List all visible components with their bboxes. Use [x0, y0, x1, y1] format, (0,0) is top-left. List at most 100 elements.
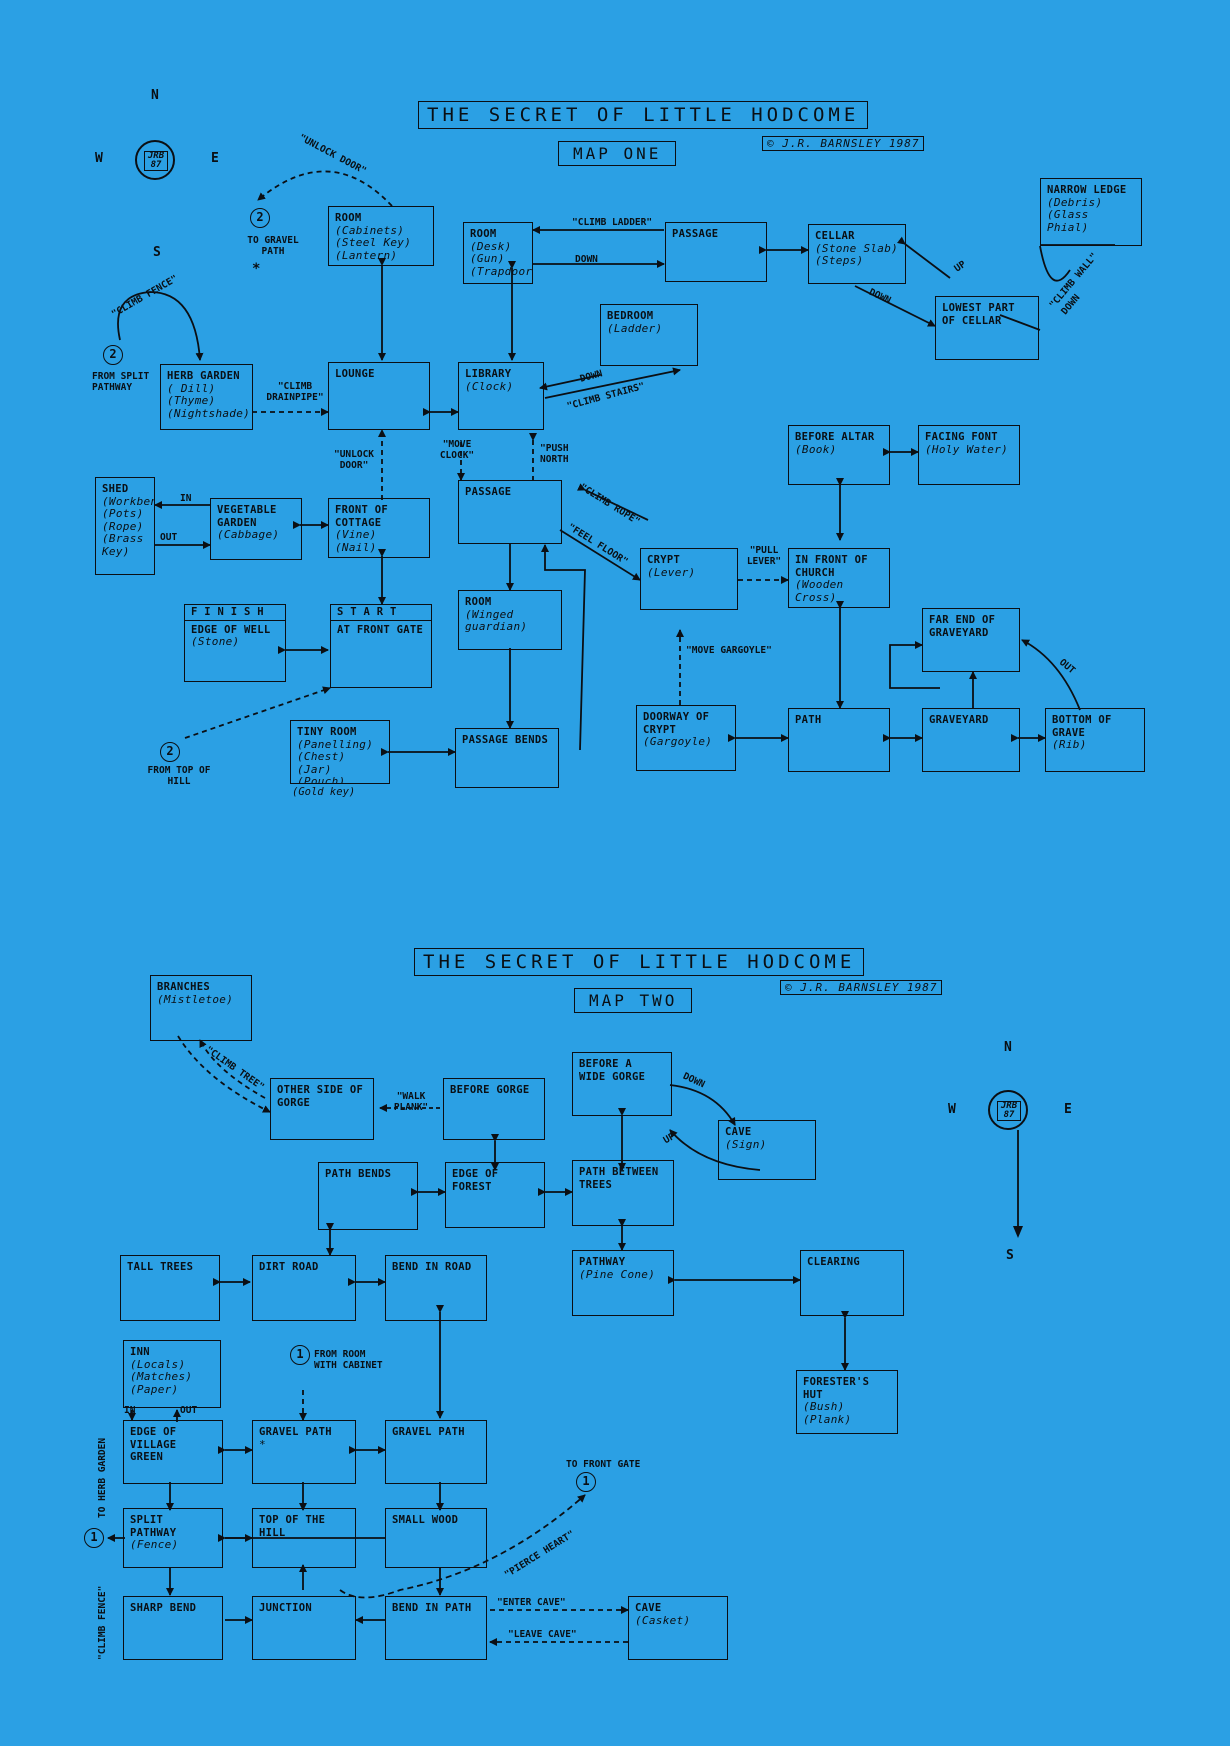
map2-copyright: © J.R. BARNSLEY 1987 — [780, 980, 943, 995]
clearing: CLEARING — [800, 1250, 904, 1316]
far-graveyard: FAR END OF GRAVEYARD — [922, 608, 1020, 672]
doorway-crypt: DOORWAY OF CRYPT(Gargoyle) — [636, 705, 736, 771]
dirt-road: DIRT ROAD — [252, 1255, 356, 1321]
label-from-room-cabinet: FROM ROOM WITH CABINET — [314, 1349, 383, 1371]
before-altar: BEFORE ALTAR(Book) — [788, 425, 890, 485]
room-desk: ROOM(Desk) (Gun)(Trapdoor) — [463, 222, 533, 284]
passage-top: PASSAGE — [665, 222, 767, 282]
map1-copyright: © J.R. BARNSLEY 1987 — [762, 136, 925, 151]
top-hill: TOP OF THE HILL — [252, 1508, 356, 1568]
label-climb-ladder: "CLIMB LADDER" — [572, 217, 653, 228]
compass-west: W — [948, 1102, 956, 1117]
branches: BRANCHES(Mistletoe) — [150, 975, 252, 1041]
label-to-herb-garden: TO HERB GARDEN — [97, 1437, 108, 1518]
compass-north: N — [151, 88, 159, 103]
graveyard: GRAVEYARD — [922, 708, 1020, 772]
label-climb-drainpipe: "CLIMB DRAINPIPE" — [266, 381, 324, 403]
cave-sign: CAVE(Sign) — [718, 1120, 816, 1180]
compass-east: E — [1064, 1102, 1072, 1117]
path-trees: PATH BETWEEN TREES — [572, 1160, 674, 1226]
shed: SHED(Workbench)(Pots)(Rope)(Brass Key) — [95, 477, 155, 575]
map1-title: THE SECRET OF LITTLE HODCOME — [418, 101, 869, 129]
marker-1-fence: 1 — [84, 1528, 104, 1548]
bend-path: BEND IN PATH — [385, 1596, 487, 1660]
tiny-room: TINY ROOM(Panelling)(Chest) (Jar)(Pouch)… — [290, 720, 390, 784]
label-walk-plank: "WALK PLANK" — [393, 1091, 429, 1113]
label-enter-cave: "ENTER CAVE" — [497, 1597, 566, 1608]
split-pathway: SPLIT PATHWAY(Fence) — [123, 1508, 223, 1568]
junction: JUNCTION — [252, 1596, 356, 1660]
tiny-room-gold-key: (Gold key) — [292, 786, 356, 798]
narrow-ledge: NARROW LEDGE(Debris)(Glass Phial) — [1040, 178, 1142, 246]
marker-2-top: 2 — [250, 208, 270, 228]
marker-2-split: 2 — [103, 345, 123, 365]
compass-south: S — [153, 245, 161, 260]
pathway: PATHWAY(Pine Cone) — [572, 1250, 674, 1316]
bedroom: BEDROOM(Ladder) — [600, 304, 698, 366]
crypt: CRYPT(Lever) — [640, 548, 738, 610]
label-out: OUT — [180, 1405, 198, 1416]
tall-trees: TALL TREES — [120, 1255, 220, 1321]
cellar: CELLAR(Stone Slab)(Steps) — [808, 224, 906, 284]
bottom-grave: BOTTOM OF GRAVE(Rib) — [1045, 708, 1145, 772]
compass-west: W — [95, 151, 103, 166]
library: LIBRARY(Clock) — [458, 362, 544, 430]
edge-forest: EDGE OF FOREST — [445, 1162, 545, 1228]
passage-bends: PASSAGE BENDS — [455, 728, 559, 788]
label-from-top-hill: FROM TOP OF HILL — [147, 765, 211, 787]
cave-casket: CAVE(Casket) — [628, 1596, 728, 1660]
bend-road: BEND IN ROAD — [385, 1255, 487, 1321]
herb-garden: HERB GARDEN( Dill)(Thyme)(Nightshade) — [160, 364, 253, 430]
before-gorge: BEFORE GORGE — [443, 1078, 545, 1140]
front-church: IN FRONT OF CHURCH(Wooden Cross) — [788, 548, 890, 608]
label-pull-lever: "PULL LEVER" — [746, 545, 782, 567]
vegetable-garden: VEGETABLE GARDEN(Cabbage) — [210, 498, 302, 560]
compass-east: E — [211, 151, 219, 166]
map2-subtitle: MAP TWO — [574, 988, 693, 1013]
marker-1-room: 1 — [290, 1345, 310, 1365]
label-to-gravel-path: TO GRAVEL PATH — [247, 235, 299, 257]
map2-title: THE SECRET OF LITTLE HODCOME — [414, 948, 865, 976]
inn: INN(Locals)(Matches)(Paper) — [123, 1340, 221, 1408]
lowest-cellar: LOWEST PART OF CELLAR — [935, 296, 1039, 360]
foresters-hut: FORESTER'S HUT(Bush)(Plank) — [796, 1370, 898, 1434]
label-climb-fence: "CLIMB FENCE" — [97, 1585, 108, 1660]
before-wide-gorge: BEFORE A WIDE GORGE — [572, 1052, 672, 1116]
path-bends: PATH BENDS — [318, 1162, 418, 1230]
label-to-front-gate: TO FRONT GATE — [566, 1459, 641, 1470]
label-from-split-pathway: FROM SPLIT PATHWAY — [92, 371, 150, 393]
small-wood: SMALL WOOD — [385, 1508, 487, 1568]
map2-compass-south-line — [1013, 1130, 1023, 1238]
marker-2-hill: 2 — [160, 742, 180, 762]
gravel-path-b: GRAVEL PATH — [385, 1420, 487, 1484]
facing-font: FACING FONT(Holy Water) — [918, 425, 1020, 485]
passage-mid: PASSAGE — [458, 480, 562, 544]
label-push-north: "PUSH NORTH — [540, 443, 569, 465]
label-down-top: DOWN — [575, 254, 598, 265]
compass-south: S — [1006, 1248, 1014, 1263]
label-move-gargoyle: "MOVE GARGOYLE" — [686, 645, 772, 656]
edge-green: EDGE OF VILLAGE GREEN — [123, 1420, 223, 1484]
label-in: IN — [124, 1405, 136, 1416]
compass-north: N — [1004, 1040, 1012, 1055]
room-cabinet: ROOM(Cabinets)(Steel Key)(Lantern) — [328, 206, 434, 266]
gravel-path-a: GRAVEL PATH* — [252, 1420, 356, 1484]
label-unlock-door-mid: "UNLOCK DOOR" — [333, 449, 375, 471]
label-out: OUT — [160, 532, 178, 543]
label-leave-cave: "LEAVE CAVE" — [508, 1629, 577, 1640]
label-star: * — [252, 261, 261, 277]
front-cottage: FRONT OF COTTAGE(Vine)(Nail) — [328, 498, 430, 558]
map1-subtitle: MAP ONE — [558, 141, 677, 166]
label-move-clock: "MOVE CLOCK" — [439, 439, 475, 461]
marker-1-gate: 1 — [576, 1472, 596, 1492]
lounge: LOUNGE — [328, 362, 430, 430]
